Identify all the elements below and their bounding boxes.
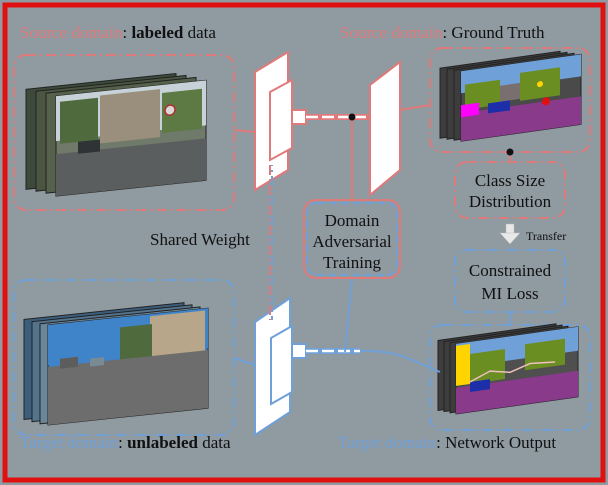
target-bottleneck <box>291 343 307 359</box>
class-size-line1: Class Size <box>475 171 545 190</box>
network-output-stack <box>437 323 579 415</box>
domain-adversarial-box <box>303 199 401 279</box>
constrained-mi-box <box>454 249 566 313</box>
shared-weight-label: Shared Weight <box>150 230 250 249</box>
class-size-line2: Distribution <box>469 192 552 211</box>
source-bottleneck <box>291 109 307 125</box>
target-input-connector <box>233 357 256 366</box>
target-image-stack <box>23 302 209 426</box>
class-size-box <box>454 161 566 219</box>
target-output-caption: Target domain: Network Output <box>338 433 556 452</box>
source-input-connector <box>233 129 256 133</box>
source-gt-caption: Source domain: Ground Truth <box>340 23 545 42</box>
constrained-line2: MI Loss <box>481 284 538 303</box>
adv-target-connector <box>344 277 353 353</box>
source-image-group-box <box>13 54 235 211</box>
source-output-connector <box>399 104 431 111</box>
ground-truth-stack <box>439 50 582 142</box>
target-encoder <box>254 296 293 437</box>
constrained-line1: Constrained <box>469 261 552 280</box>
domain-adv-line2: Adversarial <box>312 232 392 251</box>
domain-adv-line1: Domain <box>325 211 380 230</box>
target-image-group-box <box>13 279 235 436</box>
source-decoder <box>369 59 401 198</box>
domain-adv-line3: Training <box>323 253 381 272</box>
source-encoder <box>254 50 293 192</box>
source-image-stack <box>25 72 207 197</box>
transfer-arrow-icon <box>499 223 521 245</box>
transfer-label: Transfer <box>526 229 566 243</box>
target-unlabeled-caption: Target domain: unlabeled data <box>20 433 231 452</box>
source-labeled-caption: Source domain: labeled data <box>20 23 216 42</box>
target-output-connector <box>359 349 441 373</box>
